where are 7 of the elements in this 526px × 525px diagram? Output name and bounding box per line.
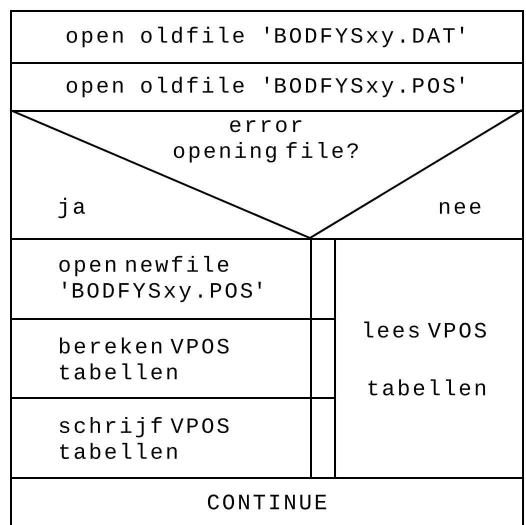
process-box: open newfile 'BODFYSxy.POS'	[10, 238, 336, 320]
process-box: lees VPOS tabellen	[310, 238, 524, 479]
process-box: bereken VPOS tabellen	[10, 318, 336, 399]
process-box: schrijf VPOS tabellen	[10, 397, 336, 479]
process-box: open oldfile 'BODFYSxy.DAT'	[10, 10, 524, 64]
process-box: CONTINUE	[10, 477, 524, 525]
process-box: open oldfile 'BODFYSxy.POS'	[10, 62, 524, 112]
